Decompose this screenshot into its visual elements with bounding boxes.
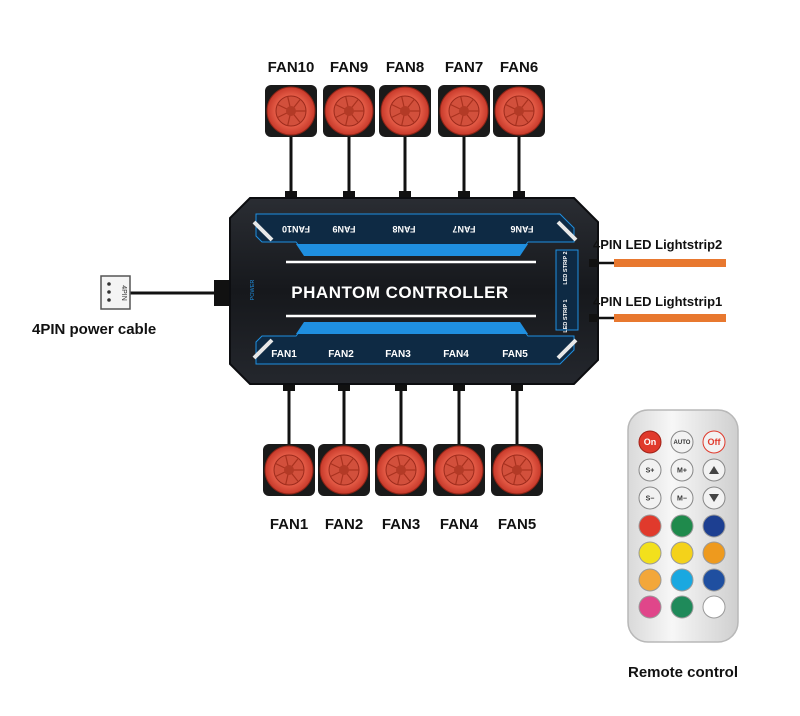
led-strips xyxy=(589,259,726,322)
color-button-10[interactable] xyxy=(638,595,662,619)
svg-text:M+: M+ xyxy=(677,467,687,474)
color-button-4[interactable] xyxy=(638,541,662,565)
power-connector-text: 4PIN xyxy=(120,285,127,301)
color-button-6[interactable] xyxy=(702,541,726,565)
color-button-3[interactable] xyxy=(702,514,726,538)
on-button[interactable]: On xyxy=(638,430,662,454)
bottom-accent-bar xyxy=(296,322,528,334)
bottom-fan-label-2: FAN2 xyxy=(324,516,364,533)
power-port-label: POWER xyxy=(250,280,256,301)
color-button-7[interactable] xyxy=(638,568,662,592)
controller-port-top-2: FAN9 xyxy=(332,224,355,234)
fan-top-4 xyxy=(438,85,490,137)
controller-port-top-1: FAN10 xyxy=(282,224,310,234)
power-cable-label: 4PIN power cable xyxy=(32,321,157,338)
bottom-fan-cables xyxy=(283,382,523,446)
speed-down-button[interactable]: S− xyxy=(638,486,662,510)
controller-port-bottom-4: FAN4 xyxy=(443,349,469,360)
controller-port-bottom-2: FAN2 xyxy=(328,349,354,360)
bottom-fan-label-4: FAN4 xyxy=(439,516,479,533)
bottom-fan-label-5: FAN5 xyxy=(497,516,537,533)
auto-button[interactable]: AUTO xyxy=(670,430,694,454)
color-button-9[interactable] xyxy=(702,568,726,592)
color-button-12[interactable] xyxy=(702,595,726,619)
color-button-1[interactable] xyxy=(638,514,662,538)
color-button-5[interactable] xyxy=(670,541,694,565)
svg-text:M−: M− xyxy=(677,495,687,502)
fan-bottom-4 xyxy=(433,444,485,496)
controller-title: PHANTOM CONTROLLER xyxy=(291,283,508,302)
svg-text:S+: S+ xyxy=(646,467,655,474)
top-fan-label-2: FAN9 xyxy=(329,59,369,76)
top-fan-label-5: FAN6 xyxy=(499,59,539,76)
top-fan-cables xyxy=(285,136,525,200)
controller-port-bottom-5: FAN5 xyxy=(502,349,528,360)
top-fans xyxy=(265,85,545,137)
controller-port-top-3: FAN8 xyxy=(392,224,415,234)
svg-text:S−: S− xyxy=(646,495,655,502)
top-fan-label-3: FAN8 xyxy=(385,59,425,76)
svg-text:AUTO: AUTO xyxy=(674,440,691,446)
led-strip-1 xyxy=(614,314,726,322)
color-button-8[interactable] xyxy=(670,568,694,592)
color-button-2[interactable] xyxy=(670,514,694,538)
speed-up-button[interactable]: S+ xyxy=(638,458,662,482)
fan-top-2 xyxy=(323,85,375,137)
fan-bottom-2 xyxy=(318,444,370,496)
brightness-down-icon[interactable] xyxy=(702,486,726,510)
power-connector xyxy=(100,275,131,310)
svg-text:On: On xyxy=(644,437,657,447)
fan-bottom-1 xyxy=(263,444,315,496)
fan-bottom-3 xyxy=(375,444,427,496)
led-strip-2 xyxy=(614,259,726,267)
controller-port-top-4: FAN7 xyxy=(452,224,475,234)
mode-down-button[interactable]: M− xyxy=(670,486,694,510)
bottom-fan-label-3: FAN3 xyxy=(381,516,421,533)
color-button-11[interactable] xyxy=(670,595,694,619)
fan-top-5 xyxy=(493,85,545,137)
svg-text:Off: Off xyxy=(708,437,722,447)
power-cable: 4PIN xyxy=(100,275,230,310)
fan-top-1 xyxy=(265,85,317,137)
top-accent-bar xyxy=(296,244,528,256)
controller-port-bottom-1: FAN1 xyxy=(271,349,297,360)
brightness-up-icon[interactable] xyxy=(702,458,726,482)
top-fan-label-4: FAN7 xyxy=(444,59,484,76)
strip2-label: 4PIN LED Lightstrip2 xyxy=(593,237,723,252)
bottom-fans xyxy=(263,444,543,496)
bottom-fan-label-1: FAN1 xyxy=(269,516,309,533)
fan-bottom-5 xyxy=(491,444,543,496)
controller-strip-port-1: LED STRIP 2 xyxy=(563,251,569,284)
controller-port-top-5: FAN6 xyxy=(510,224,533,234)
off-button[interactable]: Off xyxy=(702,430,726,454)
controller-strip-port-2: LED STRIP 1 xyxy=(563,299,569,332)
controller-port-bottom-3: FAN3 xyxy=(385,349,411,360)
top-fan-label-1: FAN10 xyxy=(267,59,315,76)
fan-top-3 xyxy=(379,85,431,137)
strip1-label: 4PIN LED Lightstrip1 xyxy=(593,294,723,309)
mode-up-button[interactable]: M+ xyxy=(670,458,694,482)
remote-label: Remote control xyxy=(628,664,739,681)
